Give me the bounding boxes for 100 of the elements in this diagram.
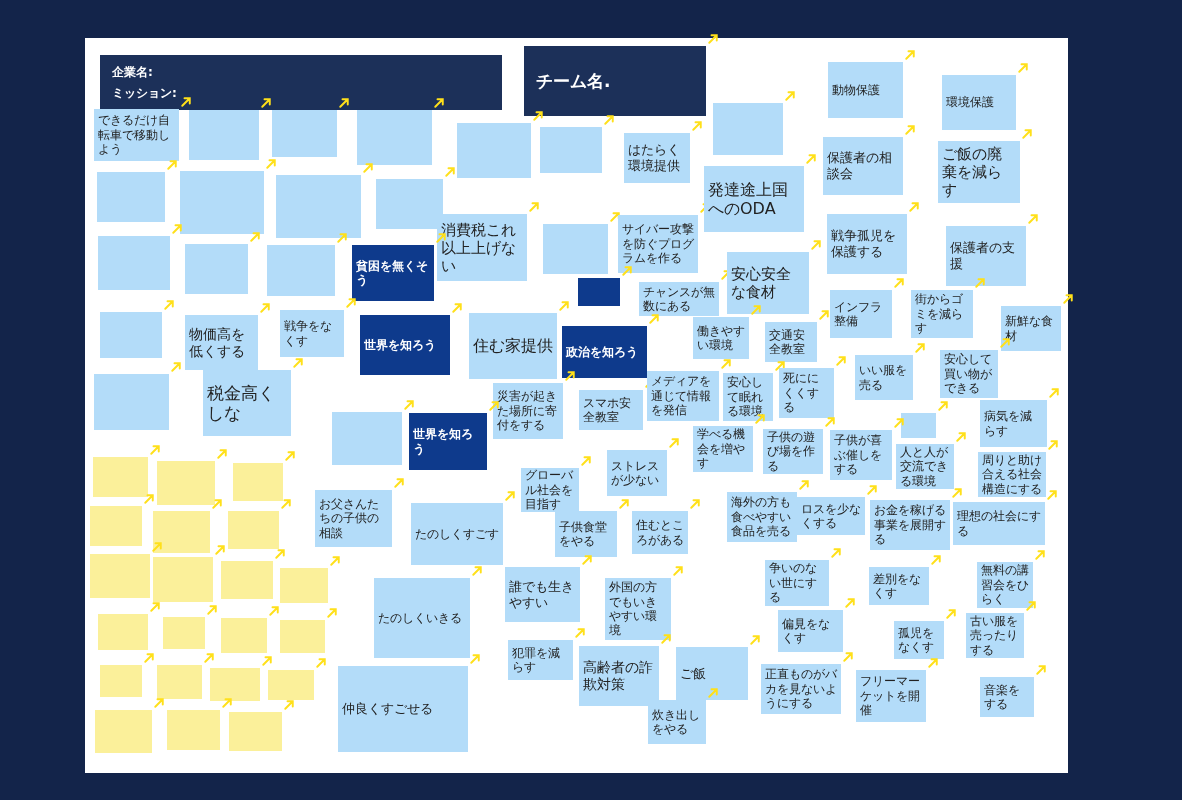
note-text: いい服を売る [859, 363, 908, 392]
sticky-note [221, 561, 273, 599]
note-text: 環境保護 [946, 95, 995, 110]
note-text: 保護者の相談会 [827, 150, 893, 182]
note-text: スマホ安全教室 [583, 395, 632, 425]
sticky-note [540, 127, 602, 173]
sticky-note [713, 103, 783, 155]
note-text: できるだけ自転車で移動しよう [98, 113, 171, 157]
note-text: 保護者の支援 [950, 240, 1016, 272]
sticky-note [676, 647, 748, 700]
sticky-note [280, 568, 328, 603]
sticky-note [827, 214, 907, 274]
sticky-note [980, 677, 1034, 717]
sticky-note [90, 506, 142, 546]
sticky-note [693, 317, 749, 359]
sticky-note [555, 511, 617, 557]
sticky-note [352, 245, 434, 301]
sticky-note [605, 578, 671, 640]
sticky-note [942, 75, 1016, 130]
sticky-note [100, 312, 162, 358]
note-text: 交通安全教室 [769, 327, 806, 357]
sticky-note [632, 511, 688, 554]
sticky-note [938, 141, 1020, 203]
sticky-note [765, 322, 817, 362]
note-text: 争いのない世にする [769, 561, 818, 605]
note-text: お父さんたちの子供の相談 [319, 496, 380, 541]
note-text: ご飯の廃棄を減らす [942, 145, 1003, 199]
sticky-note [562, 326, 647, 378]
header-banner [100, 55, 502, 110]
note-text: 周りと助け合える社会構造にする [982, 452, 1042, 497]
note-text: 安心安全な食材 [731, 265, 792, 301]
sticky-note [505, 567, 580, 622]
sticky-note [332, 412, 402, 465]
note-text: 世界を知ろう [364, 337, 437, 353]
sticky-note [189, 110, 259, 160]
sticky-note [828, 62, 903, 118]
sticky-note [268, 670, 314, 700]
sticky-note [778, 610, 843, 652]
sticky-note [830, 290, 892, 338]
sticky-note [946, 226, 1026, 286]
sticky-note [823, 137, 903, 195]
note-text: 発達途上国へのODA [708, 179, 789, 219]
sticky-note [763, 429, 823, 474]
sticky-note [233, 463, 283, 501]
sticky-note [357, 110, 432, 165]
note-text: はたらく環境提供 [628, 142, 681, 174]
note-text: 外国の方でもいきやすい環境 [609, 580, 658, 638]
sticky-note [338, 666, 468, 752]
sticky-note [180, 171, 264, 234]
note-text: 理想の社会にする [957, 509, 1041, 538]
sticky-note [157, 665, 202, 699]
note-text: 安心して買い物ができる [944, 352, 993, 396]
sticky-note [1001, 306, 1061, 351]
sticky-note [901, 413, 936, 438]
note-text: 仲良くすごせる [342, 701, 434, 717]
note-text: メディアを通じて情報を発信 [651, 374, 712, 418]
note-text: ストレスが少ない [611, 458, 660, 488]
sticky-note [376, 179, 443, 229]
note-text: 偏見をなくす [782, 616, 831, 646]
sticky-note [647, 371, 719, 421]
heading: チーム名. [536, 70, 612, 92]
note-text: 世界を知ろう [413, 427, 474, 456]
sticky-note [97, 172, 165, 222]
sticky-note [618, 215, 698, 273]
sticky-note [409, 413, 487, 470]
sticky-note [579, 390, 643, 430]
sticky-note [374, 578, 470, 658]
sticky-note [280, 310, 344, 357]
note-text: サイバー攻撃を防ぐプログラムを作る [622, 222, 694, 266]
sticky-note [90, 554, 150, 598]
sticky-note [267, 245, 335, 296]
note-text: フリーマーケットを開催 [860, 674, 921, 718]
sticky-note [315, 490, 392, 547]
note-text: 動物保護 [832, 82, 881, 98]
note-text: インフラ整備 [834, 299, 883, 329]
note-text: 住むところがある [636, 518, 684, 547]
sticky-note [693, 426, 753, 472]
sticky-note [94, 374, 169, 430]
sticky-note [98, 614, 148, 650]
sticky-note [203, 370, 291, 436]
note-text: 高齢者の詐欺対策 [583, 659, 654, 693]
note-text: 無料の講習会をひらく [981, 563, 1029, 607]
note-text: 税金高くしな [207, 382, 276, 424]
note-text: 住む家提供 [473, 336, 553, 356]
sticky-note [221, 618, 267, 653]
sticky-note [508, 640, 573, 680]
sticky-note [157, 461, 215, 505]
note-text: 古い服を売ったりする [970, 613, 1019, 658]
sticky-note [210, 668, 260, 701]
sticky-note [437, 214, 527, 281]
sticky-note [153, 511, 210, 553]
note-text: グローバル社会を目指す [525, 468, 574, 512]
note-text: 音楽をする [984, 682, 1021, 712]
note-text: 戦争をなくす [284, 319, 333, 348]
sticky-note [911, 290, 973, 338]
note-text: 孤児をなくす [898, 625, 935, 655]
note-text: 子供食堂をやる [559, 519, 608, 549]
sticky-note [153, 557, 213, 602]
sticky-note [493, 383, 563, 439]
note-text: たのしくいきる [378, 610, 463, 626]
